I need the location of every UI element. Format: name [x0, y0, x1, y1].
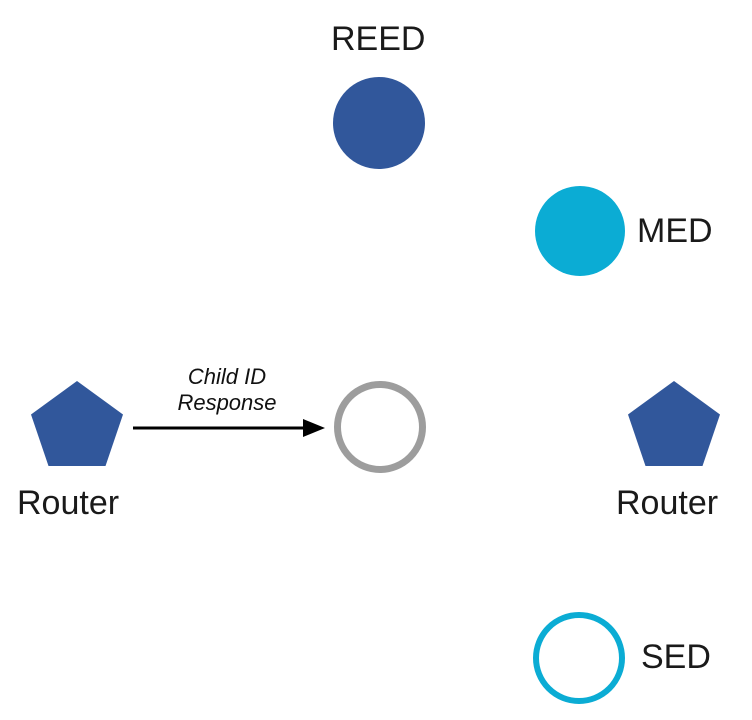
- med-node-label: MED: [637, 212, 713, 250]
- router-right-node-label: Router: [616, 484, 719, 522]
- unassigned-node-icon[interactable]: [334, 381, 426, 473]
- router-node-icon[interactable]: [628, 381, 720, 466]
- reed-node-label: REED: [331, 20, 426, 58]
- edge-label-child-id-response: Child ID Response: [177, 364, 277, 415]
- reed-node-icon[interactable]: [333, 77, 425, 169]
- sed-node-label: SED: [641, 638, 711, 676]
- router-node-icon[interactable]: [31, 381, 123, 466]
- child-id-response-arrow-icon: [133, 419, 325, 437]
- med-node-icon[interactable]: [535, 186, 625, 276]
- sed-node-icon[interactable]: [533, 612, 625, 704]
- router-left-node-label: Router: [17, 484, 120, 522]
